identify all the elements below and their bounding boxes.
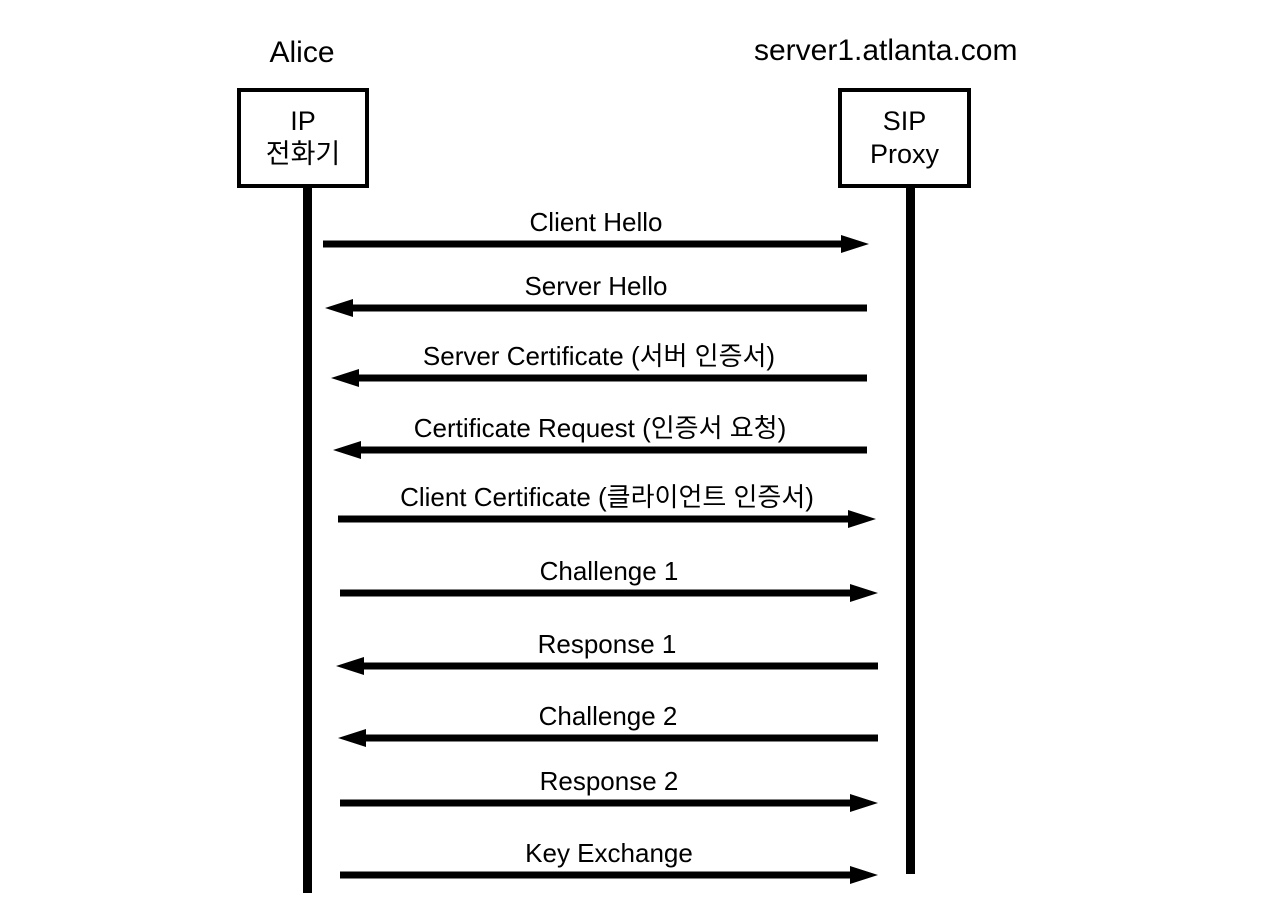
participant-box-client-line2: 전화기	[265, 139, 341, 169]
participant-box-client-line1: IP	[290, 106, 316, 137]
message-label: Key Exchange	[525, 838, 693, 868]
participant-box-server-line1: SIP	[882, 106, 927, 137]
message-row: Server Hello	[325, 265, 867, 317]
message-row: Response 2	[340, 760, 878, 812]
message-label: Client Certificate (클라이언트 인증서)	[400, 482, 814, 512]
message-row: Challenge 1	[340, 550, 878, 602]
message-row: Certificate Request (인증서 요청)	[333, 407, 867, 459]
participant-header-client: Alice	[269, 36, 335, 69]
message-label: Client Hello	[529, 207, 663, 237]
message-label: Response 1	[537, 629, 677, 659]
participant-header-server: server1.atlanta.com	[754, 34, 1018, 67]
message-arrow-right	[340, 584, 878, 602]
message-arrow-left	[331, 369, 867, 387]
message-label: Server Hello	[524, 271, 668, 301]
message-row: Client Hello	[323, 201, 869, 253]
message-arrow-right	[323, 235, 869, 253]
message-label: Challenge 2	[538, 701, 678, 731]
lifeline-server	[906, 160, 915, 874]
message-arrow-right	[340, 866, 878, 884]
message-label: Certificate Request (인증서 요청)	[413, 413, 787, 443]
message-label: Server Certificate (서버 인증서)	[422, 341, 776, 371]
message-arrow-left	[325, 299, 867, 317]
message-arrow-left	[333, 441, 867, 459]
participant-box-server: SIP Proxy	[838, 88, 971, 188]
message-arrow-left	[338, 729, 878, 747]
message-row: Challenge 2	[338, 695, 878, 747]
message-label: Challenge 1	[539, 556, 679, 586]
message-row: Server Certificate (서버 인증서)	[331, 335, 867, 387]
lifeline-client	[303, 160, 312, 893]
message-label: Response 2	[539, 766, 679, 796]
participant-box-server-line2: Proxy	[869, 139, 940, 169]
message-arrow-right	[340, 794, 878, 812]
participant-box-client: IP 전화기	[237, 88, 369, 188]
message-row: Client Certificate (클라이언트 인증서)	[338, 476, 876, 528]
message-arrow-left	[336, 657, 878, 675]
message-row: Key Exchange	[340, 832, 878, 884]
message-row: Response 1	[336, 623, 878, 675]
message-arrow-right	[338, 510, 876, 528]
